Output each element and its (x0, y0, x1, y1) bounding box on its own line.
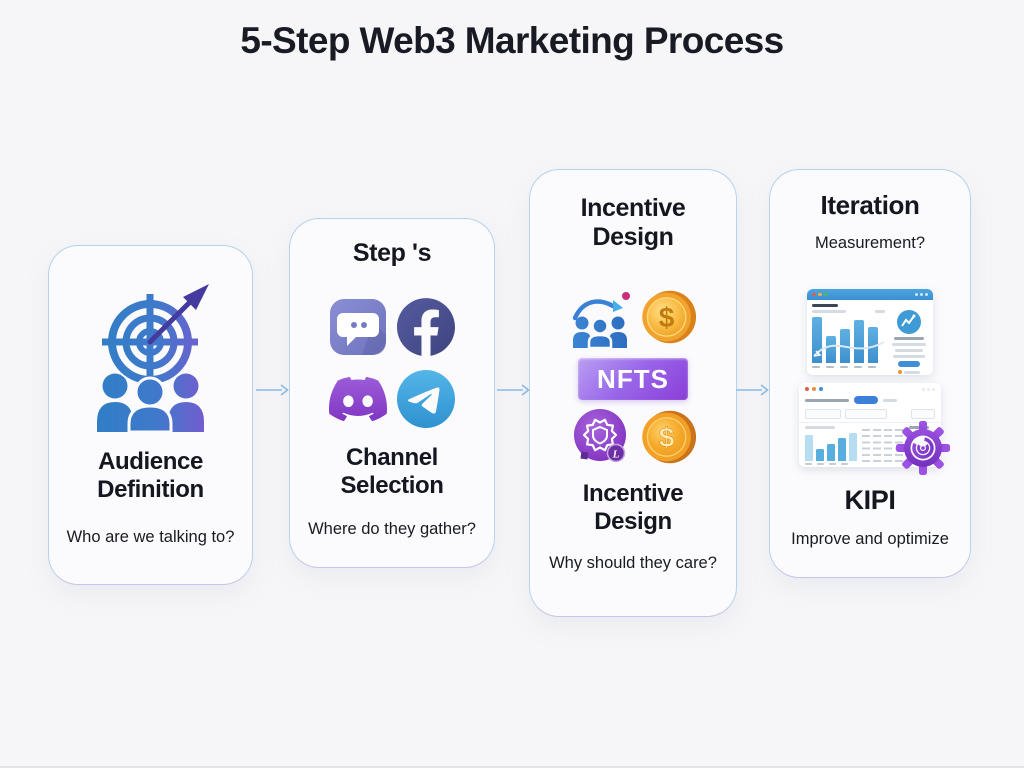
dollar-coin-icon: $ (642, 290, 697, 344)
x-axis-labels (812, 366, 885, 369)
shield (592, 425, 608, 445)
channel-icons-grid (329, 298, 455, 428)
card-question: Improve and optimize (791, 530, 949, 549)
card-question: Where do they gather? (308, 519, 476, 538)
chart-bar (840, 329, 850, 364)
gear-target-icon (896, 421, 950, 475)
incentive-icons-row-2: L $ (569, 408, 697, 466)
loyalty-coin (606, 443, 626, 463)
chart-bar (838, 438, 846, 462)
card-question: Who are we talking to? (66, 527, 235, 546)
people-group (573, 316, 627, 348)
target-audience-icon (97, 284, 209, 432)
discord-icon (329, 376, 387, 422)
loyalty-letter: L (612, 449, 620, 461)
analytics-dashboard-window (807, 289, 933, 376)
chart-bar (816, 449, 824, 462)
incentive-icons-row-1: $ (569, 286, 697, 348)
dollar-symbol: $ (659, 422, 675, 453)
chart-bar (868, 327, 878, 364)
step-card-audience-definition: Audience Definition Who are we talking t… (48, 245, 253, 585)
arrow-dart-icon (147, 284, 209, 345)
chart-bar (849, 433, 857, 462)
facebook-icon (397, 298, 455, 356)
dollar-symbol: $ (659, 302, 675, 333)
step-card-incentive-design: Incentive Design (529, 169, 737, 617)
step-card-iteration: Iteration Measurement? (769, 169, 971, 578)
titlebar-menu-dots (915, 293, 928, 297)
rosette-seal (582, 418, 618, 452)
telegram-icon (397, 370, 455, 428)
chart-bar (826, 336, 836, 364)
blue-button (898, 361, 921, 368)
analytics-circle-icon (897, 310, 922, 335)
search-button (854, 396, 878, 405)
traffic-dot-yellow (818, 292, 822, 297)
card-heading: Step 's (352, 239, 432, 267)
loyalty-badge-icon: L (574, 409, 626, 463)
mini-bar-chart (812, 310, 886, 374)
card-subheading: Measurement? (814, 234, 926, 253)
card-title: Incentive Design (582, 480, 684, 535)
magenta-dot (622, 292, 630, 300)
chart-bar (827, 444, 835, 462)
dashboard-side-panel (890, 310, 928, 375)
card-question: Why should they care? (549, 553, 717, 572)
dollar-coin-icon: $ (642, 410, 697, 464)
chat-app-icon (330, 299, 386, 355)
chart-bar (854, 320, 864, 364)
window-heading-line (812, 304, 838, 308)
flow-arrow (256, 384, 289, 396)
card-heading: Incentive Design (580, 194, 686, 251)
mini-bar-chart (805, 426, 857, 466)
step-card-channel-selection: Step 's (289, 218, 495, 568)
growth-arrow (572, 299, 616, 321)
flow-arrow (497, 384, 530, 396)
page-title: 5-Step Web3 Marketing Process (240, 20, 784, 61)
traffic-dot-green (824, 292, 828, 297)
card-title: Channel Selection (340, 444, 444, 499)
filter-row (799, 407, 941, 424)
chart-bar (812, 317, 822, 364)
window-dots (799, 383, 941, 393)
traffic-dot-red (812, 292, 816, 297)
community-growth-icon (572, 292, 630, 348)
card-title: Audience Definition (97, 448, 204, 503)
card-heading: Iteration (820, 190, 920, 220)
nft-banner: NFTS (578, 358, 688, 400)
bottom-edge-line (0, 766, 1024, 768)
card-title: KIPI (844, 485, 896, 516)
chart-bar (805, 435, 813, 462)
window-titlebar (807, 289, 933, 301)
search-row (799, 393, 941, 407)
flow-arrow (736, 384, 769, 396)
audience-people-icon (97, 373, 204, 432)
orange-dot (898, 370, 903, 375)
